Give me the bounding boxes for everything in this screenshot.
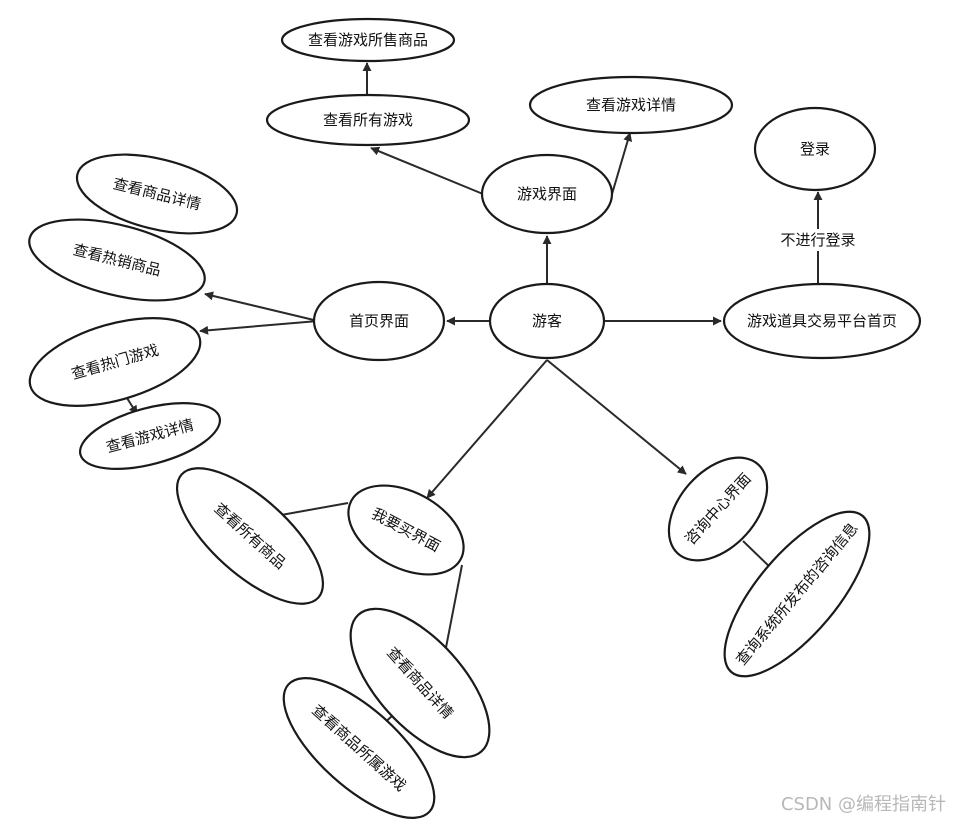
edges	[121, 62, 823, 727]
node-view-hot-games[interactable]: 查看热门游戏	[20, 301, 210, 423]
node-login[interactable]: 登录	[753, 106, 877, 192]
node-consult-ui[interactable]: 咨询中心界面	[650, 439, 787, 579]
edge-label-no-login-text: 不进行登录	[780, 231, 855, 249]
node-view-item-detail-bottom[interactable]: 查看商品详情	[326, 586, 513, 780]
node-trade-home[interactable]: 游戏道具交易平台首页	[722, 282, 922, 360]
node-view-game-items[interactable]: 查看游戏所售商品	[280, 17, 456, 63]
node-trade-home-label: 游戏道具交易平台首页	[747, 312, 897, 330]
node-view-game-items-label: 查看游戏所售商品	[308, 31, 428, 49]
node-view-hot-items[interactable]: 查看热销商品	[21, 204, 213, 315]
node-home-label: 首页界面	[349, 312, 409, 330]
node-view-game-detail-top[interactable]: 查看游戏详情	[528, 75, 734, 135]
node-view-all-games-label: 查看所有游戏	[323, 111, 413, 129]
node-home[interactable]: 首页界面	[312, 280, 446, 362]
node-view-all-games[interactable]: 查看所有游戏	[265, 93, 471, 147]
node-view-game-detail-top-label: 查看游戏详情	[586, 96, 676, 114]
edge-home-hot-items	[204, 291, 319, 322]
node-game-ui-label: 游戏界面	[517, 185, 577, 203]
node-buy-ui[interactable]: 我要买界面	[333, 467, 478, 592]
watermark: CSDN @编程指南针	[780, 794, 946, 815]
edge-game-ui-all-games	[370, 146, 484, 195]
node-login-label: 登录	[800, 140, 830, 158]
nodes: 游客 首页界面 游戏界面 游戏道具交易平台首页 登录 查看所有游戏 查看游戏所售…	[20, 17, 922, 819]
node-guest[interactable]: 游客	[488, 282, 606, 360]
node-view-game-detail-left[interactable]: 查看游戏详情	[73, 390, 227, 481]
node-view-item-detail-top[interactable]: 查看商品详情	[69, 140, 245, 248]
node-guest-label: 游客	[532, 312, 562, 330]
node-view-all-items[interactable]: 查看所有商品	[156, 446, 344, 626]
edge-guest-consult-ui	[546, 359, 687, 475]
edge-guest-buy-ui	[426, 359, 548, 499]
node-game-ui[interactable]: 游戏界面	[480, 153, 614, 235]
edge-home-hot-games	[199, 320, 319, 335]
edge-game-ui-game-detail	[611, 132, 633, 195]
edge-label-no-login: 不进行登录	[778, 229, 860, 251]
